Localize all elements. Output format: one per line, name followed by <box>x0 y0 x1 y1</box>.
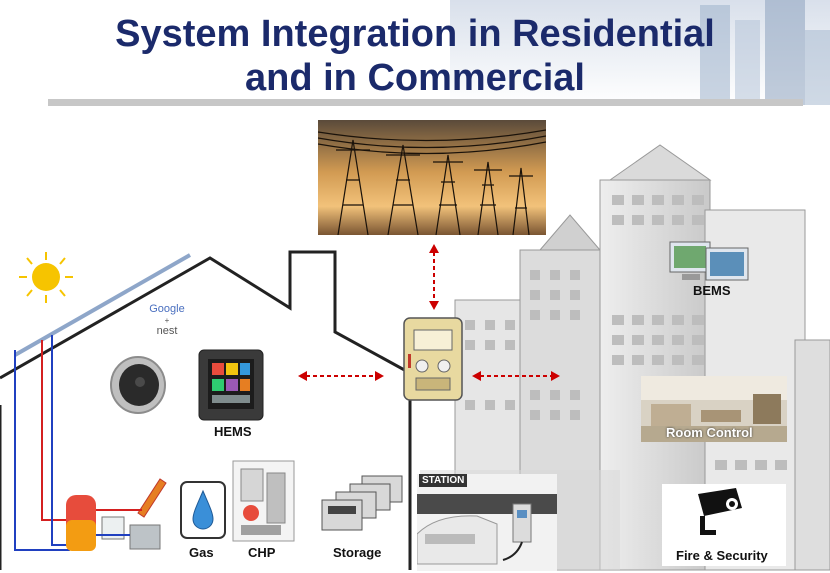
hems-label: HEMS <box>214 424 252 439</box>
boiler-system-icon <box>66 478 167 551</box>
ev-charging-photo: STATION <box>417 474 557 571</box>
google-text: Google <box>149 303 185 315</box>
page-title: System Integration in Residential and in… <box>0 12 830 100</box>
cctv-camera-icon <box>698 488 742 535</box>
ev-car-icon <box>417 494 557 565</box>
arrow-meter-building <box>472 371 560 381</box>
smart-meter-icon <box>403 317 463 401</box>
arrow-hems-meter <box>298 371 384 381</box>
title-underline <box>48 99 803 106</box>
storage-battery-icon <box>321 475 403 531</box>
fire-security-label: Fire & Security <box>676 548 768 563</box>
sun-icon <box>19 252 73 303</box>
room-control-photo <box>641 376 787 442</box>
room-control-label: Room Control <box>666 425 753 440</box>
storage-label: Storage <box>333 545 382 560</box>
plus-text: + <box>164 316 170 325</box>
title-line-2: and in Commercial <box>245 57 585 99</box>
nest-text: nest <box>156 325 178 337</box>
ev-station-sign: STATION <box>419 474 468 487</box>
arrow-grid-meter <box>429 244 439 310</box>
chp-unit-icon <box>232 460 295 542</box>
fire-security-panel: Fire & Security <box>662 484 786 566</box>
gas-label: Gas <box>189 545 214 560</box>
thermostat-icon <box>106 352 170 418</box>
transmission-tower-icon <box>318 120 546 235</box>
bems-screens-icon <box>669 241 749 281</box>
gas-drop-icon <box>180 481 226 539</box>
chp-label: CHP <box>248 545 276 560</box>
hems-panel-icon <box>198 349 264 421</box>
nest-logo: Google + nest <box>142 304 192 337</box>
bems-label: BEMS <box>693 283 731 298</box>
title-line-1: System Integration in Residential <box>115 13 715 55</box>
